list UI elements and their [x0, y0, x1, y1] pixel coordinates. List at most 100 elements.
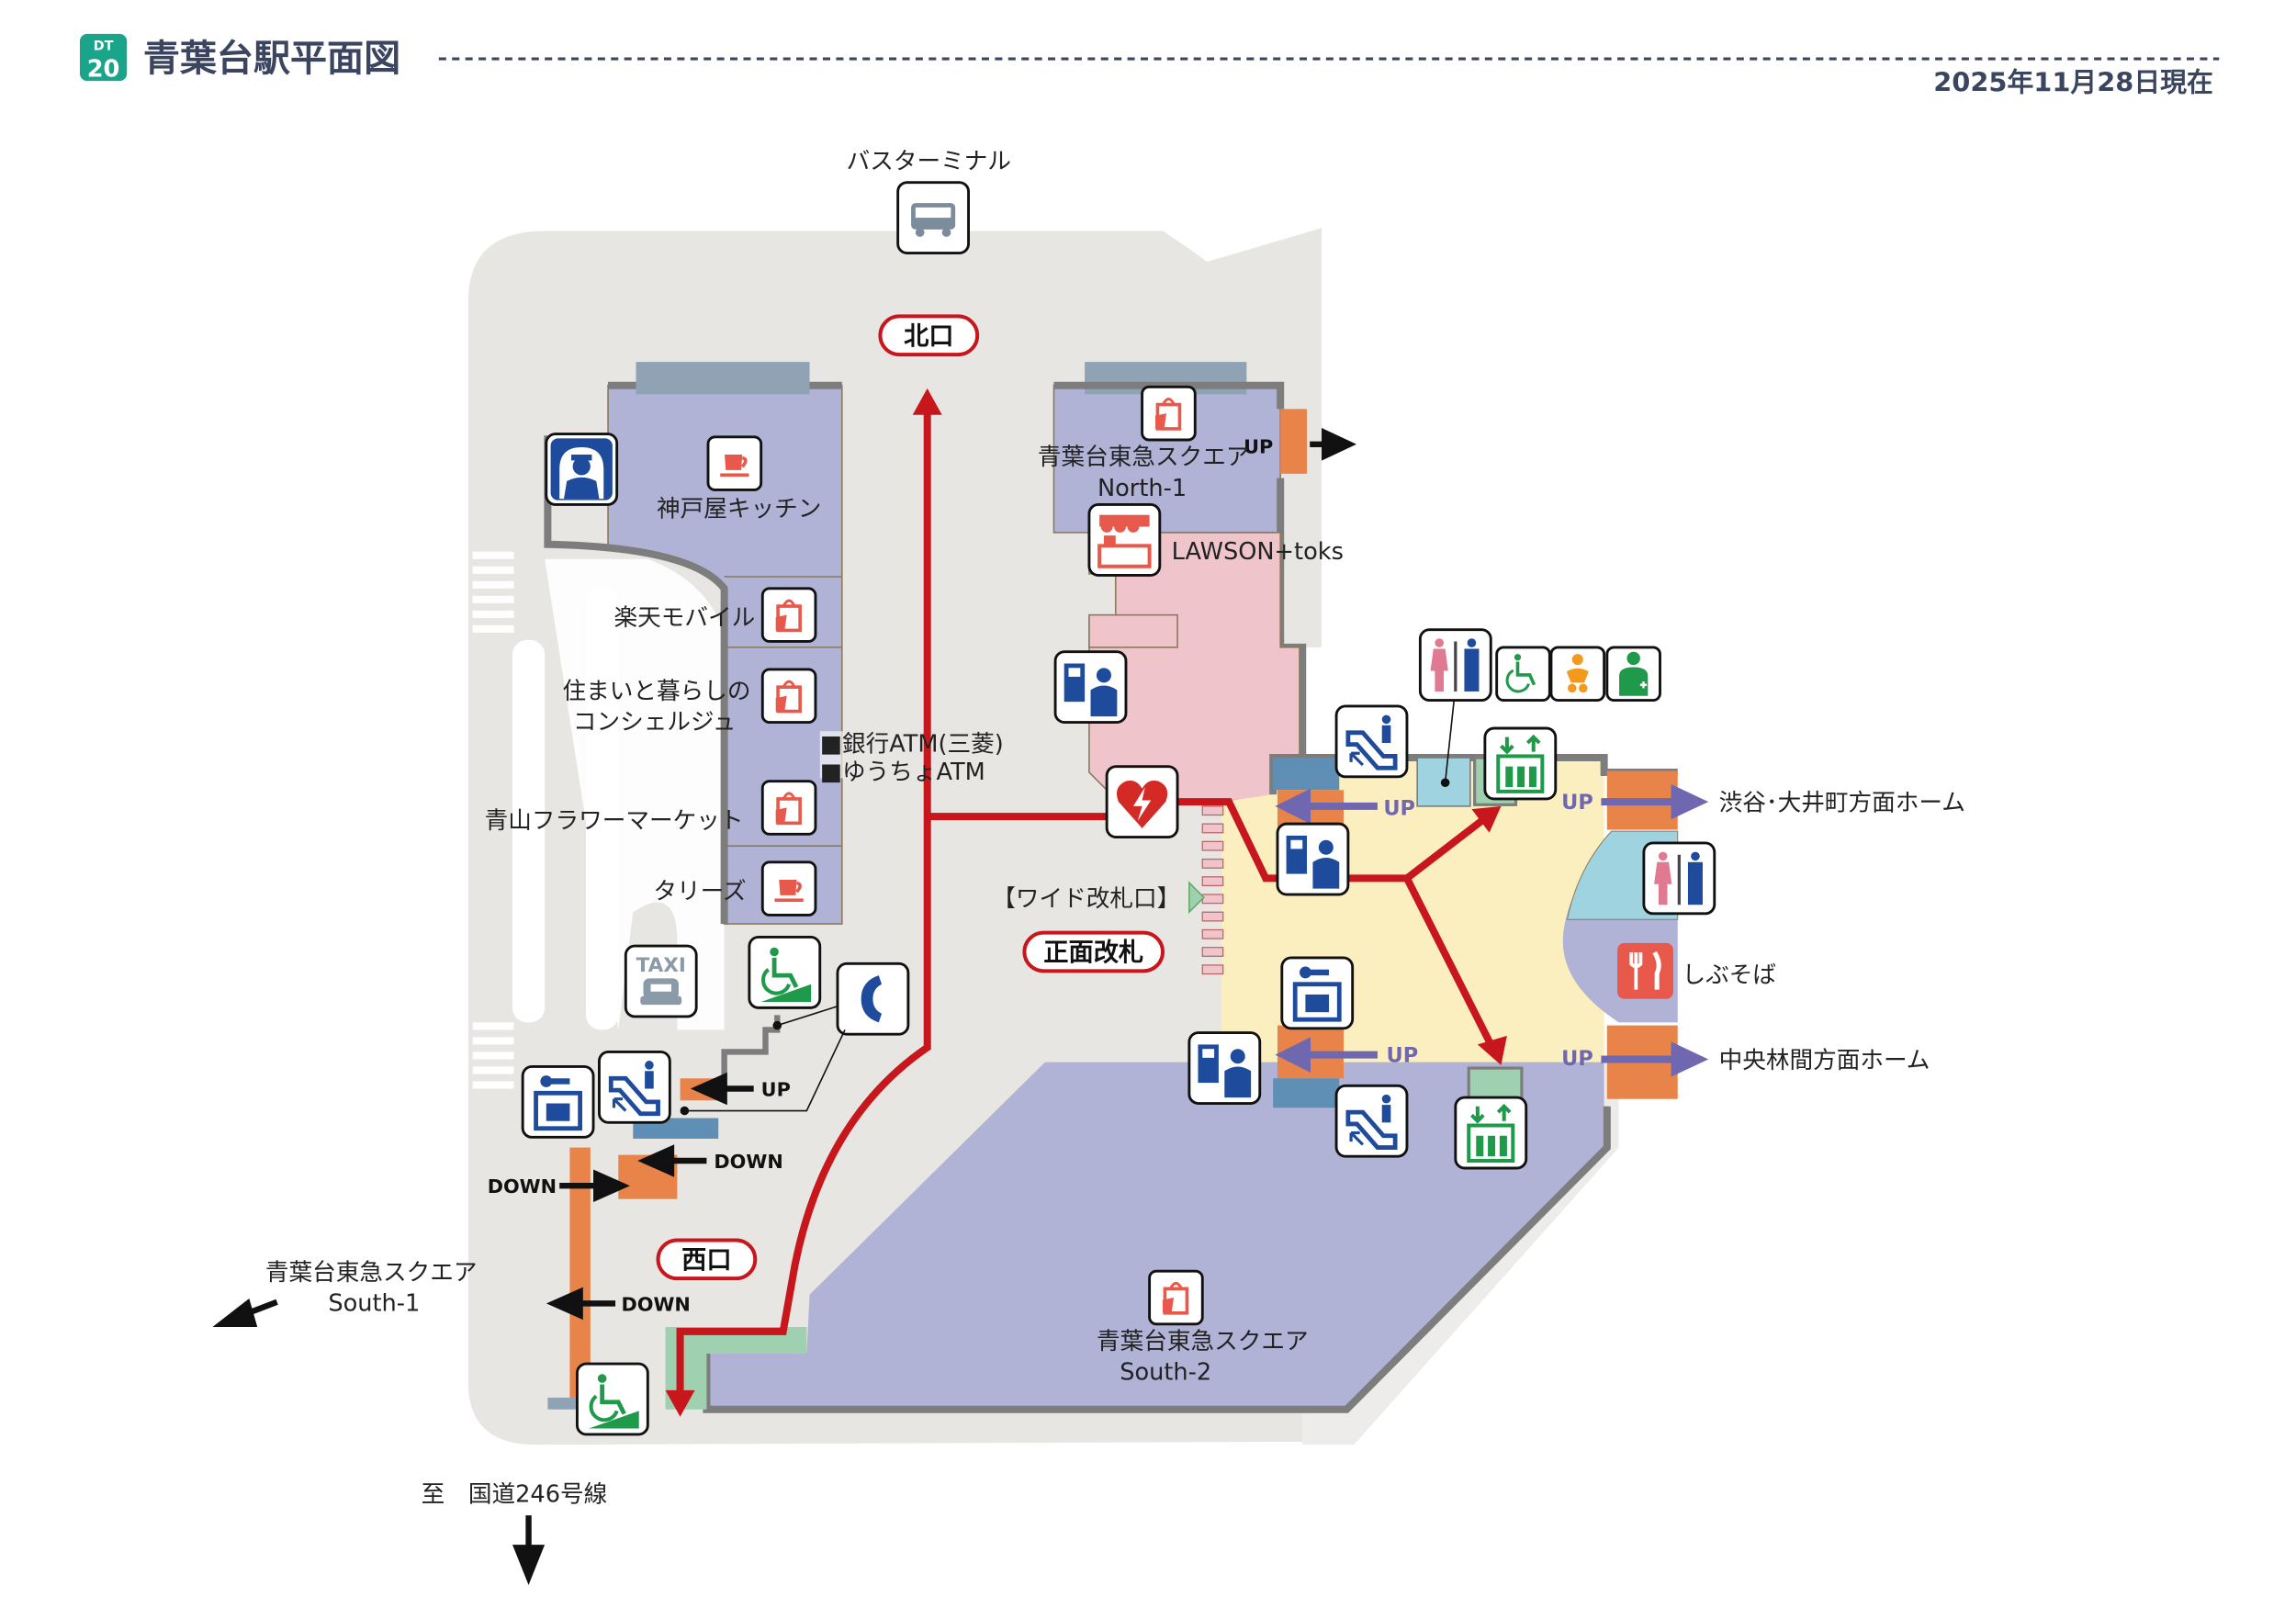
shop-icon[interactable]	[1141, 385, 1197, 442]
ticket-gates	[1201, 805, 1224, 975]
escalator-icon-glyph	[608, 1061, 660, 1117]
leader-line	[777, 1006, 838, 1027]
down-label: DOWN	[621, 1293, 690, 1315]
ticket-machine-icon[interactable]	[1053, 650, 1128, 725]
icon-frame	[1454, 1096, 1528, 1170]
taxi-icon[interactable]: TAXI	[624, 944, 698, 1018]
sumai-label-line2[interactable]: コンシェルジュ	[573, 709, 737, 737]
aoyama-flower-label[interactable]: 青山フラワーマーケット	[485, 807, 744, 835]
convenience-store-icon[interactable]	[1087, 503, 1162, 577]
rakuten-label[interactable]: 楽天モバイル	[614, 604, 756, 632]
road-lane	[512, 639, 546, 1023]
escalator-icon-glyph	[1345, 1094, 1398, 1150]
exit-main-gate[interactable]: 正面改札	[1022, 930, 1165, 973]
wide-gate-label: 【ワイド改札口】	[992, 885, 1180, 913]
arrow-chuo	[1477, 1035, 1507, 1065]
cafe-icon[interactable]	[706, 435, 763, 491]
icon-frame	[1483, 726, 1558, 801]
stairs	[1280, 409, 1308, 474]
crosswalk	[472, 551, 514, 1089]
accessible-toilet-icon[interactable]	[1495, 646, 1551, 702]
as-of-date: 2025年11月28日現在	[1933, 66, 2213, 97]
kobeya-label[interactable]: 神戸屋キッチン	[657, 495, 821, 523]
toilet-icon-glyph	[1430, 638, 1480, 692]
elevator-icon[interactable]	[1454, 1096, 1528, 1170]
shop-icon[interactable]	[760, 587, 817, 643]
south2-label-line1[interactable]: 青葉台東急スクエア	[1097, 1328, 1309, 1355]
exit-north[interactable]: 北口	[878, 314, 980, 357]
leader-line	[1444, 700, 1456, 783]
shibusoba-label[interactable]: しぶそば	[1683, 961, 1777, 989]
platform-shibuya-label[interactable]: 渋谷･大井町方面ホーム	[1719, 790, 1965, 817]
wheelchair-slope-icon[interactable]	[575, 1362, 649, 1436]
platform-chuo-label[interactable]: 中央林間方面ホーム	[1719, 1047, 1930, 1074]
escalator-icon[interactable]	[598, 1050, 671, 1124]
restaurant-icon[interactable]	[1617, 942, 1673, 999]
ticket-machine-icon-glyph	[1286, 835, 1340, 889]
header: DT 20 青葉台駅平面図 2025年11月28日現在	[79, 33, 2220, 97]
cafe-icon[interactable]	[760, 860, 817, 916]
aed-icon[interactable]	[1105, 765, 1179, 838]
shop-icon[interactable]	[760, 668, 817, 725]
coin-locker-icon-glyph	[534, 1075, 583, 1131]
ticket-machine-icon[interactable]	[1276, 822, 1350, 896]
nursing-room-icon-glyph	[1619, 651, 1649, 696]
phone-icon-glyph	[861, 975, 883, 1023]
accessible-toilet-icon-glyph	[1505, 654, 1536, 693]
icon-frame	[1280, 956, 1355, 1030]
up-label: UP	[1561, 1047, 1593, 1071]
arrow-west-exit	[665, 1389, 695, 1417]
sumai-label-line1[interactable]: 住まいと暮らしの	[562, 678, 750, 705]
arrow-north	[912, 388, 942, 415]
lawson-label[interactable]: LAWSON+toks	[1172, 538, 1344, 566]
ticket-machine-icon-glyph	[1064, 663, 1118, 717]
down-label: DOWN	[488, 1175, 557, 1198]
police-box-icon-glyph	[550, 438, 613, 500]
icon-frame	[1141, 385, 1197, 442]
shop-icon[interactable]	[760, 780, 817, 836]
toilet-icon[interactable]	[1642, 841, 1716, 916]
up-label: UP	[761, 1078, 791, 1100]
phone-icon[interactable]	[836, 961, 910, 1036]
north1-label-line2[interactable]: North-1	[1097, 475, 1187, 502]
ticket-machine-icon[interactable]	[1187, 1031, 1262, 1105]
atm-yucho-label[interactable]: ■ゆうちょATM	[820, 759, 985, 786]
wide-gate-marker	[1188, 881, 1206, 915]
exit-west[interactable]: 西口	[656, 1238, 758, 1281]
escalator-icon[interactable]	[1334, 1084, 1409, 1158]
line-badge	[79, 33, 128, 82]
up-label: UP	[1383, 797, 1415, 821]
coin-locker-icon[interactable]	[1280, 956, 1355, 1030]
nursing-room-icon[interactable]	[1605, 646, 1661, 702]
up-label: UP	[1387, 1044, 1419, 1068]
line-badge-code: DT	[94, 39, 114, 53]
wheelchair-slope-icon[interactable]	[748, 936, 822, 1009]
toilet-icon-glyph	[1654, 851, 1703, 905]
cafe-icon-glyph	[720, 455, 749, 478]
shop-icon[interactable]	[1148, 1269, 1204, 1326]
shop-icon-glyph	[775, 680, 802, 714]
elevator-icon[interactable]	[1483, 726, 1558, 801]
south1-label-line1[interactable]: 青葉台東急スクエア	[265, 1259, 478, 1287]
police-box-icon[interactable]	[545, 433, 619, 506]
shop-icon-glyph	[1163, 1281, 1189, 1315]
tullys-label[interactable]: タリーズ	[653, 878, 746, 905]
stairs	[569, 1147, 591, 1398]
route-main	[927, 798, 1486, 883]
coin-locker-icon[interactable]	[521, 1065, 595, 1139]
baby-care-icon[interactable]	[1549, 646, 1606, 702]
down-label: DOWN	[714, 1151, 782, 1173]
south2-label-line2[interactable]: South-2	[1120, 1359, 1211, 1387]
up-label: UP	[1561, 791, 1593, 815]
toilet-icon[interactable]	[1418, 628, 1492, 702]
route-arrowheads	[665, 388, 1507, 1417]
icon-frame	[1148, 1269, 1204, 1326]
north1-label-line1[interactable]: 青葉台東急スクエア	[1038, 444, 1250, 471]
bus-terminal-label: バスターミナル	[847, 148, 1011, 175]
escalator-icon[interactable]	[1334, 704, 1409, 779]
facility-icons: TAXI	[521, 181, 1716, 1436]
atm-bank-label[interactable]: ■銀行ATM(三菱)	[820, 731, 1004, 759]
south1-label-line2[interactable]: South-1	[328, 1289, 420, 1317]
bus-icon[interactable]	[896, 181, 970, 254]
